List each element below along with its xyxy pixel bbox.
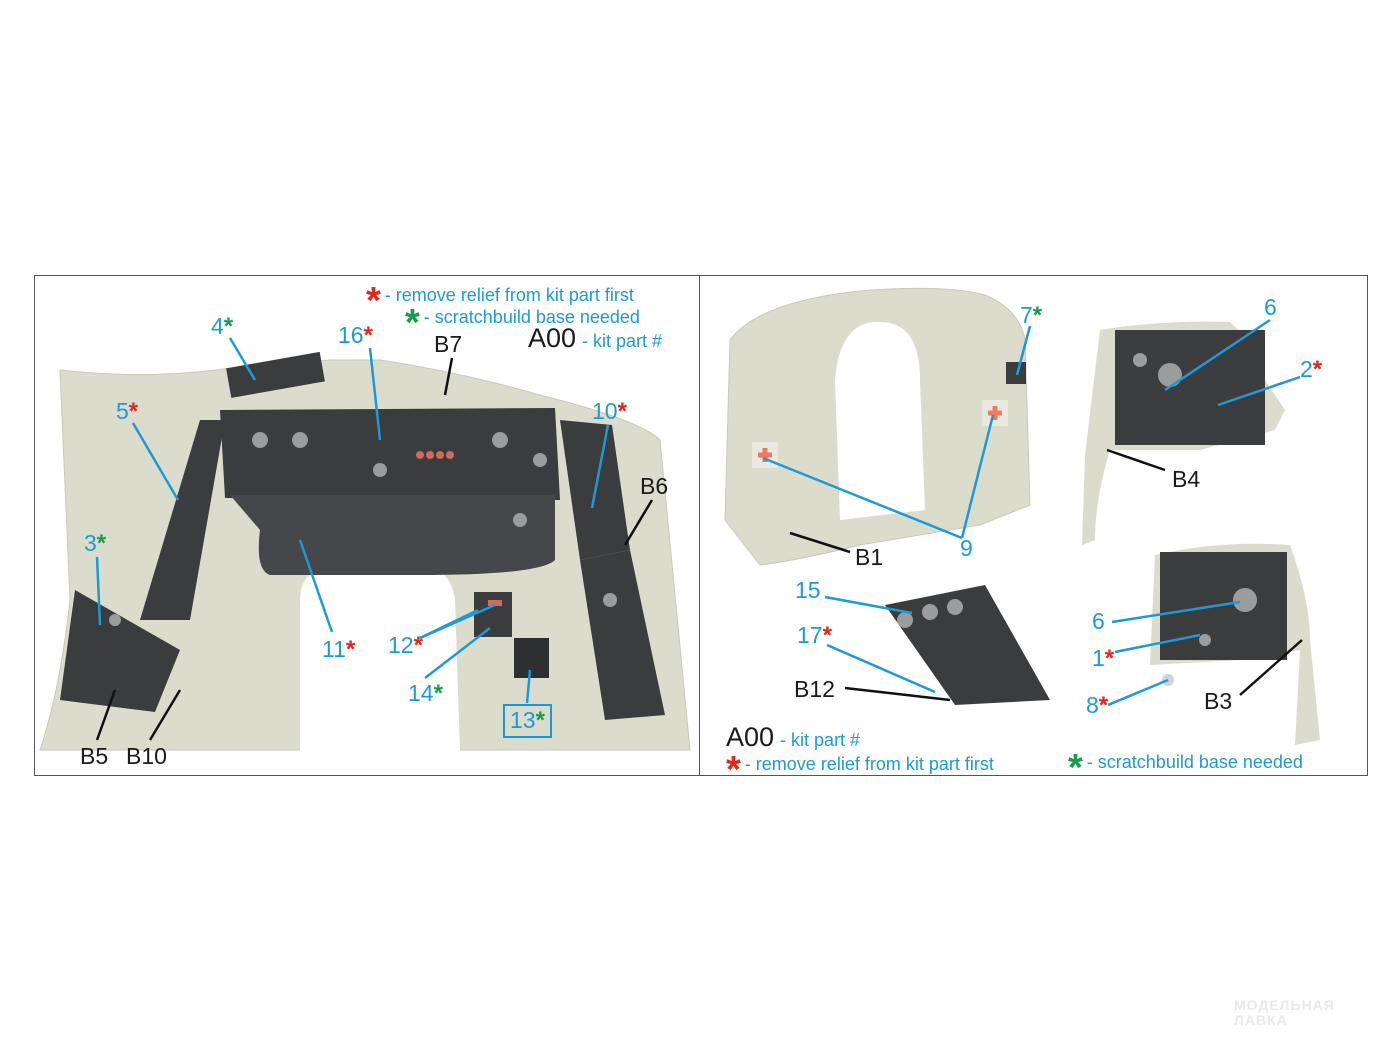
callout-12: 12* [388, 634, 423, 658]
legend-remove-relief-right: *- remove relief from kit part first [726, 751, 994, 789]
part-b6-right-console [580, 550, 665, 720]
watermark-line2: ЛАВКА [1234, 1012, 1288, 1028]
asterisk-marker: * [617, 398, 627, 425]
callout-number: 3 [84, 530, 97, 556]
callout-number: 11 [322, 636, 346, 662]
callout-number: 12 [388, 632, 414, 658]
asterisk-marker: * [433, 680, 443, 707]
callout-number: 1 [1092, 645, 1105, 671]
part-b7-lower-panel [230, 495, 555, 575]
callout-6-top: 6 [1264, 296, 1277, 319]
legend-kit-part-right: A00- kit part # [726, 724, 860, 751]
kit-part-text: - kit part # [582, 331, 663, 351]
floor-opening [300, 560, 460, 752]
legend-scratchbuild: *- scratchbuild base needed [405, 304, 640, 342]
asterisk-marker: * [345, 636, 356, 663]
callout-leaders [95, 318, 1301, 707]
callout-number: 2 [1300, 356, 1313, 382]
kit-part-code: A00 [528, 323, 577, 353]
callout-5: 5* [116, 400, 138, 424]
asterisk-marker: * [223, 313, 234, 340]
asterisk-marker: * [822, 622, 832, 649]
callout-number: 6 [1092, 608, 1105, 634]
part-7-box [1006, 362, 1026, 384]
legend-kit-part: A00- kit part # [528, 325, 662, 352]
part-b12-panel [885, 585, 1050, 705]
callout-6-bottom: 6 [1092, 610, 1105, 633]
callout-number: 9 [960, 535, 973, 561]
callout-number: 14 [408, 680, 434, 706]
callout-13: 13* [503, 704, 552, 738]
callout-8: 8* [1086, 694, 1108, 718]
callout-number: 7 [1020, 302, 1033, 328]
callout-number: 4 [211, 313, 224, 339]
part-b7-main-panel [220, 408, 560, 500]
legend-remove-relief-text: - remove relief from kit part first [744, 754, 994, 774]
callout-2: 2* [1300, 358, 1322, 382]
bulkhead-opening [835, 321, 925, 520]
callout-number: 16 [338, 322, 364, 348]
callout-number: 15 [795, 577, 821, 603]
kit-part-b12: B12 [794, 676, 835, 702]
callout-9: 9 [960, 537, 973, 560]
kit-part-b4: B4 [1172, 466, 1201, 492]
legend-scratchbuild-right: *- scratchbuild base needed [1068, 749, 1303, 787]
callout-number: 10 [592, 398, 618, 424]
kit-part-b7: B7 [434, 331, 463, 357]
part-3-left-console [60, 590, 180, 712]
callout-16: 16* [338, 324, 373, 348]
legend-remove-relief: *- remove relief from kit part first [366, 282, 634, 320]
red-asterisk-icon: * [726, 749, 741, 791]
kit-part-leaders [95, 357, 1303, 741]
callout-15: 15 [795, 579, 821, 602]
kit-part-b1: B1 [855, 544, 884, 570]
kit-part-b10: B10 [126, 743, 167, 769]
asterisk-marker: * [413, 632, 423, 659]
asterisk-marker: * [128, 398, 139, 425]
callout-3: 3* [84, 532, 106, 556]
callout-7: 7* [1020, 304, 1042, 328]
callout-17: 17* [797, 624, 832, 648]
asterisk-marker: * [1098, 692, 1109, 719]
callout-11: 11* [322, 638, 355, 662]
callout-number: 6 [1264, 294, 1277, 320]
callout-1: 1* [1092, 647, 1114, 671]
asterisk-marker: * [363, 322, 373, 349]
asterisk-marker: * [1032, 302, 1043, 329]
asterisk-marker: * [535, 707, 545, 734]
green-asterisk-icon: * [1068, 747, 1083, 789]
kit-part-b5: B5 [80, 743, 109, 769]
asterisk-marker: * [1104, 645, 1115, 672]
callout-number: 13 [510, 707, 536, 733]
part-13-panel [514, 638, 549, 678]
red-asterisk-icon: * [366, 280, 381, 322]
callout-number: 5 [116, 398, 129, 424]
legend-remove-relief-text: - remove relief from kit part first [384, 285, 634, 305]
callout-number: 17 [797, 622, 823, 648]
callout-number: 8 [1086, 692, 1099, 718]
kit-part-b3: B3 [1204, 688, 1233, 714]
legend-scratchbuild-text: - scratchbuild base needed [1086, 752, 1303, 772]
kit-part-code: A00 [726, 722, 775, 752]
kit-part-b6: B6 [640, 473, 669, 499]
kit-part-text: - kit part # [780, 730, 861, 750]
callout-4: 4* [211, 315, 233, 339]
part-b4-instrument-panel [1115, 330, 1265, 445]
part-b3-instrument-panel [1160, 552, 1287, 660]
callout-14: 14* [408, 682, 443, 706]
green-asterisk-icon: * [405, 302, 420, 344]
part-4-small-panel [226, 351, 325, 398]
asterisk-marker: * [1312, 356, 1323, 383]
part-12-panel [474, 592, 512, 637]
watermark-line1: МОДЕЛЬНАЯ [1234, 997, 1335, 1013]
part-5-left-panel [140, 420, 225, 620]
asterisk-marker: * [96, 530, 107, 557]
legend-scratchbuild-text: - scratchbuild base needed [423, 307, 640, 327]
callout-10: 10* [592, 400, 627, 424]
